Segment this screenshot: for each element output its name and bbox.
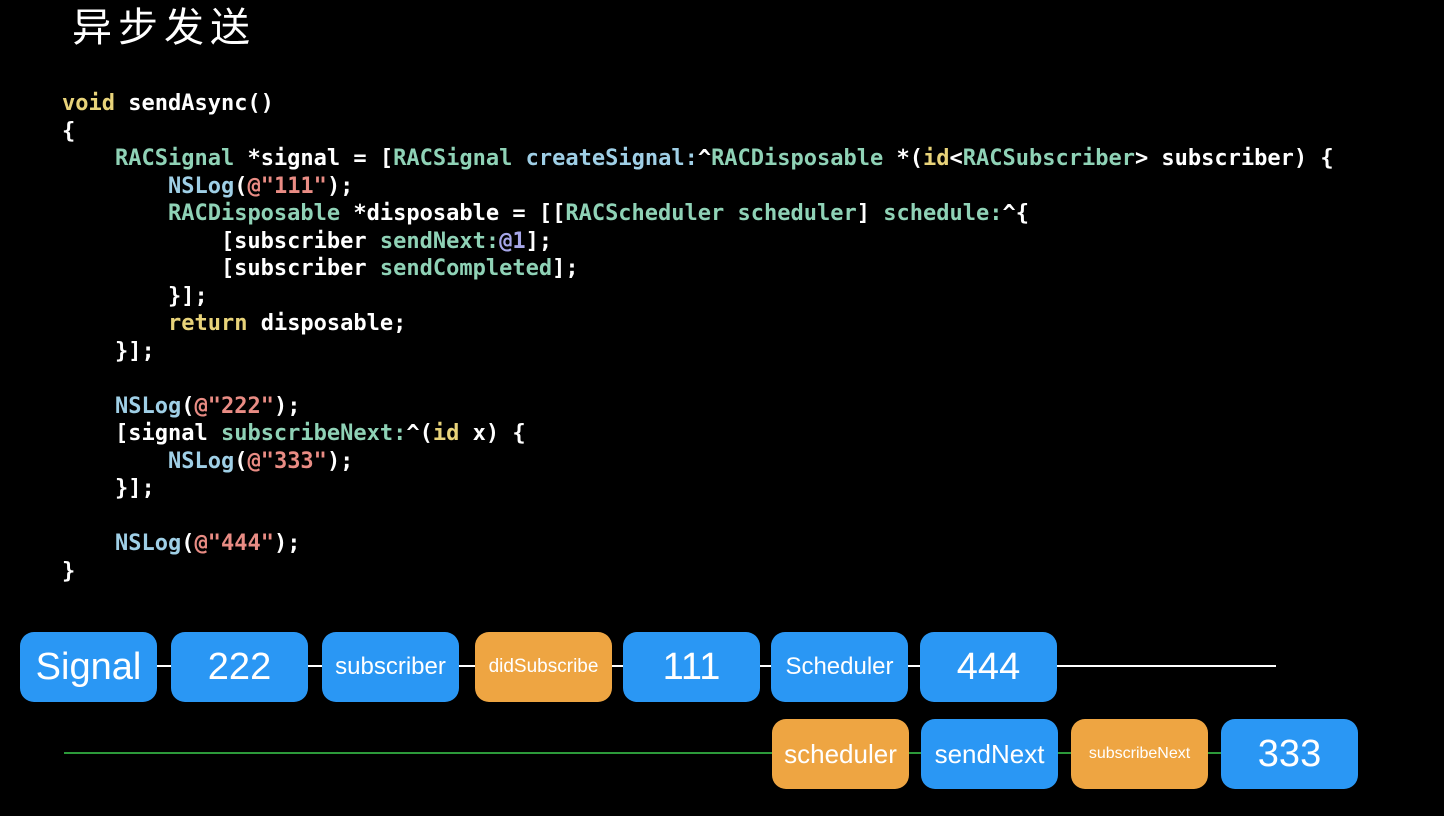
code-token: *signal = [ — [234, 146, 394, 171]
code-line: RACDisposable *disposable = [[RACSchedul… — [62, 201, 1029, 226]
code-token: ( — [181, 531, 195, 556]
code-token: RACDisposable — [711, 146, 884, 171]
code-token: @"111" — [247, 173, 327, 199]
code-token: x) { — [459, 421, 526, 446]
code-line: NSLog(@"222"); — [62, 394, 300, 419]
code-token: NSLog — [167, 173, 235, 199]
code-token: RACScheduler — [565, 201, 725, 226]
code-token: }]; — [62, 283, 208, 309]
code-token: @"444" — [194, 531, 274, 556]
timeline-row-2-line — [64, 752, 1234, 754]
code-token: NSLog — [167, 448, 235, 474]
code-token: scheduler — [737, 201, 857, 226]
node-signal: Signal — [20, 632, 157, 702]
code-line: [subscriber sendCompleted]; — [62, 256, 579, 281]
code-token: ); — [273, 393, 301, 419]
code-token: id — [432, 421, 460, 446]
node-222: 222 — [171, 632, 308, 702]
code-token — [62, 311, 168, 336]
code-token: subscribeNext: — [220, 421, 407, 446]
code-line: { — [62, 119, 75, 144]
code-line: }]; — [62, 476, 155, 501]
code-token — [724, 201, 737, 226]
code-token: ( — [181, 393, 195, 419]
code-token: RACDisposable — [167, 201, 341, 226]
code-token: < — [949, 146, 963, 171]
code-token: *disposable = [[ — [340, 201, 566, 226]
code-token: id — [923, 146, 950, 171]
code-line: NSLog(@"111"); — [62, 174, 353, 199]
code-line: } — [62, 559, 75, 584]
code-line: }]; — [62, 339, 155, 364]
code-token: RACSignal — [393, 146, 513, 171]
code-line: RACSignal *signal = [RACSignal createSig… — [62, 146, 1334, 171]
code-token: @"222" — [194, 393, 274, 419]
code-token: schedule: — [883, 201, 1003, 226]
code-token: RACSubscriber — [962, 146, 1135, 171]
code-token: void — [62, 91, 115, 116]
code-token: ); — [326, 173, 354, 199]
code-token: ]; — [525, 228, 553, 254]
code-token: @"333" — [247, 448, 327, 474]
node-subscribe-next: subscribeNext — [1071, 719, 1208, 789]
code-token: ^{ — [1002, 201, 1029, 226]
code-token: @1 — [499, 228, 526, 254]
code-line: NSLog(@"444"); — [62, 531, 300, 556]
code-token: ); — [273, 531, 301, 556]
node-send-next: sendNext — [921, 719, 1058, 789]
code-token: NSLog — [114, 531, 182, 556]
node-111: 111 — [623, 632, 760, 702]
code-token: ] — [856, 201, 884, 226]
code-token: } — [62, 558, 76, 584]
code-token: sendAsync() — [114, 91, 274, 116]
code-token: ( — [234, 173, 248, 199]
code-token: *( — [883, 146, 923, 171]
code-token — [512, 146, 525, 171]
node-scheduler-upper: Scheduler — [771, 632, 908, 702]
node-subscriber: subscriber — [322, 632, 459, 702]
slide-title: 异步发送 — [72, 5, 256, 51]
code-line: void sendAsync() — [62, 91, 274, 116]
code-token: NSLog — [114, 393, 182, 419]
code-line: return disposable; — [62, 311, 406, 336]
code-token — [62, 531, 115, 556]
code-token — [62, 174, 168, 199]
code-token: > subscriber) { — [1134, 146, 1334, 171]
code-token: disposable; — [247, 311, 407, 336]
code-token — [62, 201, 168, 226]
code-token: [subscriber — [62, 256, 380, 281]
code-line: }]; — [62, 284, 208, 309]
code-token — [62, 449, 168, 474]
code-token: return — [167, 311, 248, 336]
code-token: sendNext: — [379, 228, 500, 254]
node-333: 333 — [1221, 719, 1358, 789]
node-scheduler-lower: scheduler — [772, 719, 909, 789]
code-token: ^( — [406, 421, 433, 446]
code-token: createSignal: — [525, 146, 698, 171]
code-line: NSLog(@"333"); — [62, 449, 353, 474]
code-token: [subscriber — [62, 228, 380, 254]
code-block: void sendAsync() { RACSignal *signal = [… — [62, 90, 1334, 585]
node-did-subscribe: didSubscribe — [475, 632, 612, 702]
code-token: }]; — [62, 338, 155, 364]
node-444: 444 — [920, 632, 1057, 702]
code-token — [62, 146, 115, 171]
code-token: sendCompleted — [379, 256, 553, 281]
code-token: }]; — [62, 476, 155, 501]
code-token: [signal — [62, 421, 221, 446]
code-token: ^ — [697, 146, 712, 171]
code-token — [62, 394, 115, 419]
code-token: { — [62, 118, 76, 144]
code-token: RACSignal — [114, 146, 235, 171]
code-token: ]; — [552, 256, 579, 281]
code-token: ); — [326, 448, 354, 474]
code-line: [subscriber sendNext:@1]; — [62, 229, 552, 254]
code-token: ( — [234, 448, 248, 474]
code-line: [signal subscribeNext:^(id x) { — [62, 421, 526, 446]
